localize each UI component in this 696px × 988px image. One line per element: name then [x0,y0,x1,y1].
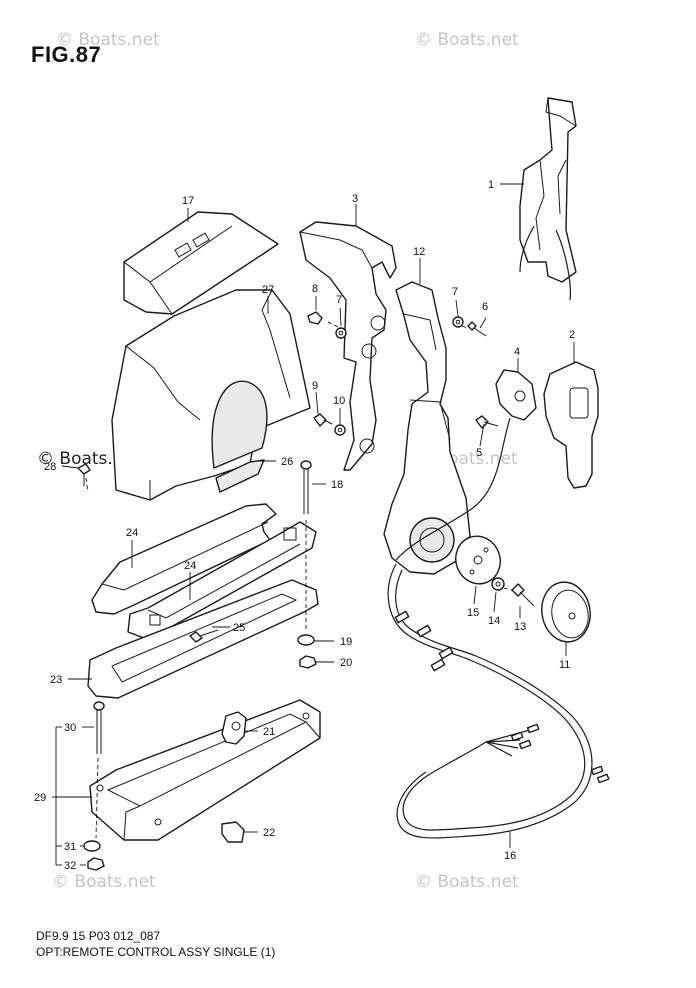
main-cover-part-27 [111,289,311,501]
callout-15: 15 [467,607,479,619]
washer-part-10 [334,424,346,436]
wire-harness-part-16 [387,563,610,839]
callout-22: 22 [263,827,275,839]
callout-26: 26 [281,456,293,468]
callout-11: 11 [559,659,570,671]
gasket-part-23 [87,579,319,699]
diagram-footer: DF9.9 15 P03 012_087 OPT:REMOTE CONTROL … [36,928,275,960]
callout-24-upper: 24 [126,527,138,539]
leader-lines [52,183,575,866]
callout-6: 6 [482,301,488,313]
callout-1: 1 [488,179,494,191]
bracket-part-21 [221,711,247,745]
callout-30: 30 [64,722,76,734]
callout-9: 9 [312,380,318,392]
callout-5: 5 [476,447,482,459]
watermark: © Boats.net [52,872,156,892]
screw-part-13 [511,583,535,607]
bottom-case [89,699,321,841]
callout-7-right: 7 [452,286,458,298]
callout-7-left: 7 [336,294,342,306]
callout-28: 28 [44,461,56,473]
callout-23: 23 [50,674,62,686]
bolt-part-30 [93,701,105,754]
figure-title: FIG.87 [31,42,102,67]
switch-part-4 [395,369,537,561]
diagram-caption: OPT:REMOTE CONTROL ASSY SINGLE (1) [36,945,276,959]
nut-part-32 [87,857,105,871]
plate-part-26 [215,459,265,493]
screw-part-5 [475,415,499,429]
remote-control-assembly [519,97,577,301]
callout-12: 12 [413,246,425,258]
callout-8: 8 [312,283,318,295]
callout-14: 14 [488,615,500,627]
screw-part-25 [189,629,219,643]
callout-numbers: 1 2 3 4 5 6 7 7 8 9 10 11 12 13 14 15 16… [34,179,575,872]
callout-32: 32 [64,860,76,872]
callout-31: 31 [64,841,76,853]
watermark: © Boats.net [56,30,160,50]
callout-24-lower: 24 [184,560,196,572]
bracket-part-24-upper [91,503,277,615]
bolt-part-18 [300,460,312,514]
top-cover-part-17 [123,211,279,315]
bolt-part-9 [313,413,333,427]
callout-2: 2 [569,329,575,341]
nut-part-20 [299,655,317,669]
callout-16: 16 [504,850,516,862]
grip-cover-part-2 [543,361,599,489]
callout-29: 29 [34,792,46,804]
callout-25: 25 [233,622,245,634]
watermark: © Boats.net [415,872,519,892]
bracket-part-24-lower [127,521,317,639]
washer-part-7-left [335,327,347,339]
clip-part-22 [221,821,245,843]
bolt-part-8 [307,311,323,325]
control-housing-part-3 [299,221,397,471]
callout-3: 3 [352,193,358,205]
screw-part-28 [77,463,91,486]
washer-part-19 [297,634,315,646]
callout-19: 19 [340,636,352,648]
diagram-code: DF9.9 15 P03 012_087 [36,929,161,943]
washer-part-7-right [452,316,464,328]
screw-part-6 [467,321,487,337]
callout-10: 10 [333,395,345,407]
callout-21: 21 [263,726,275,738]
callout-18: 18 [331,479,343,491]
control-arm-part-12 [383,281,471,575]
washer-part-31 [83,840,101,852]
watermark: © Boats.net [415,30,519,50]
assembly-dashed-lines [85,321,513,839]
knob-part-11 [541,581,591,643]
callout-13: 13 [514,621,526,633]
plate-part-15 [455,535,501,585]
washer-part-14 [491,577,505,591]
callout-27: 27 [262,284,274,296]
callout-17: 17 [182,195,194,207]
callout-4: 4 [514,346,520,358]
callout-20: 20 [340,657,352,669]
